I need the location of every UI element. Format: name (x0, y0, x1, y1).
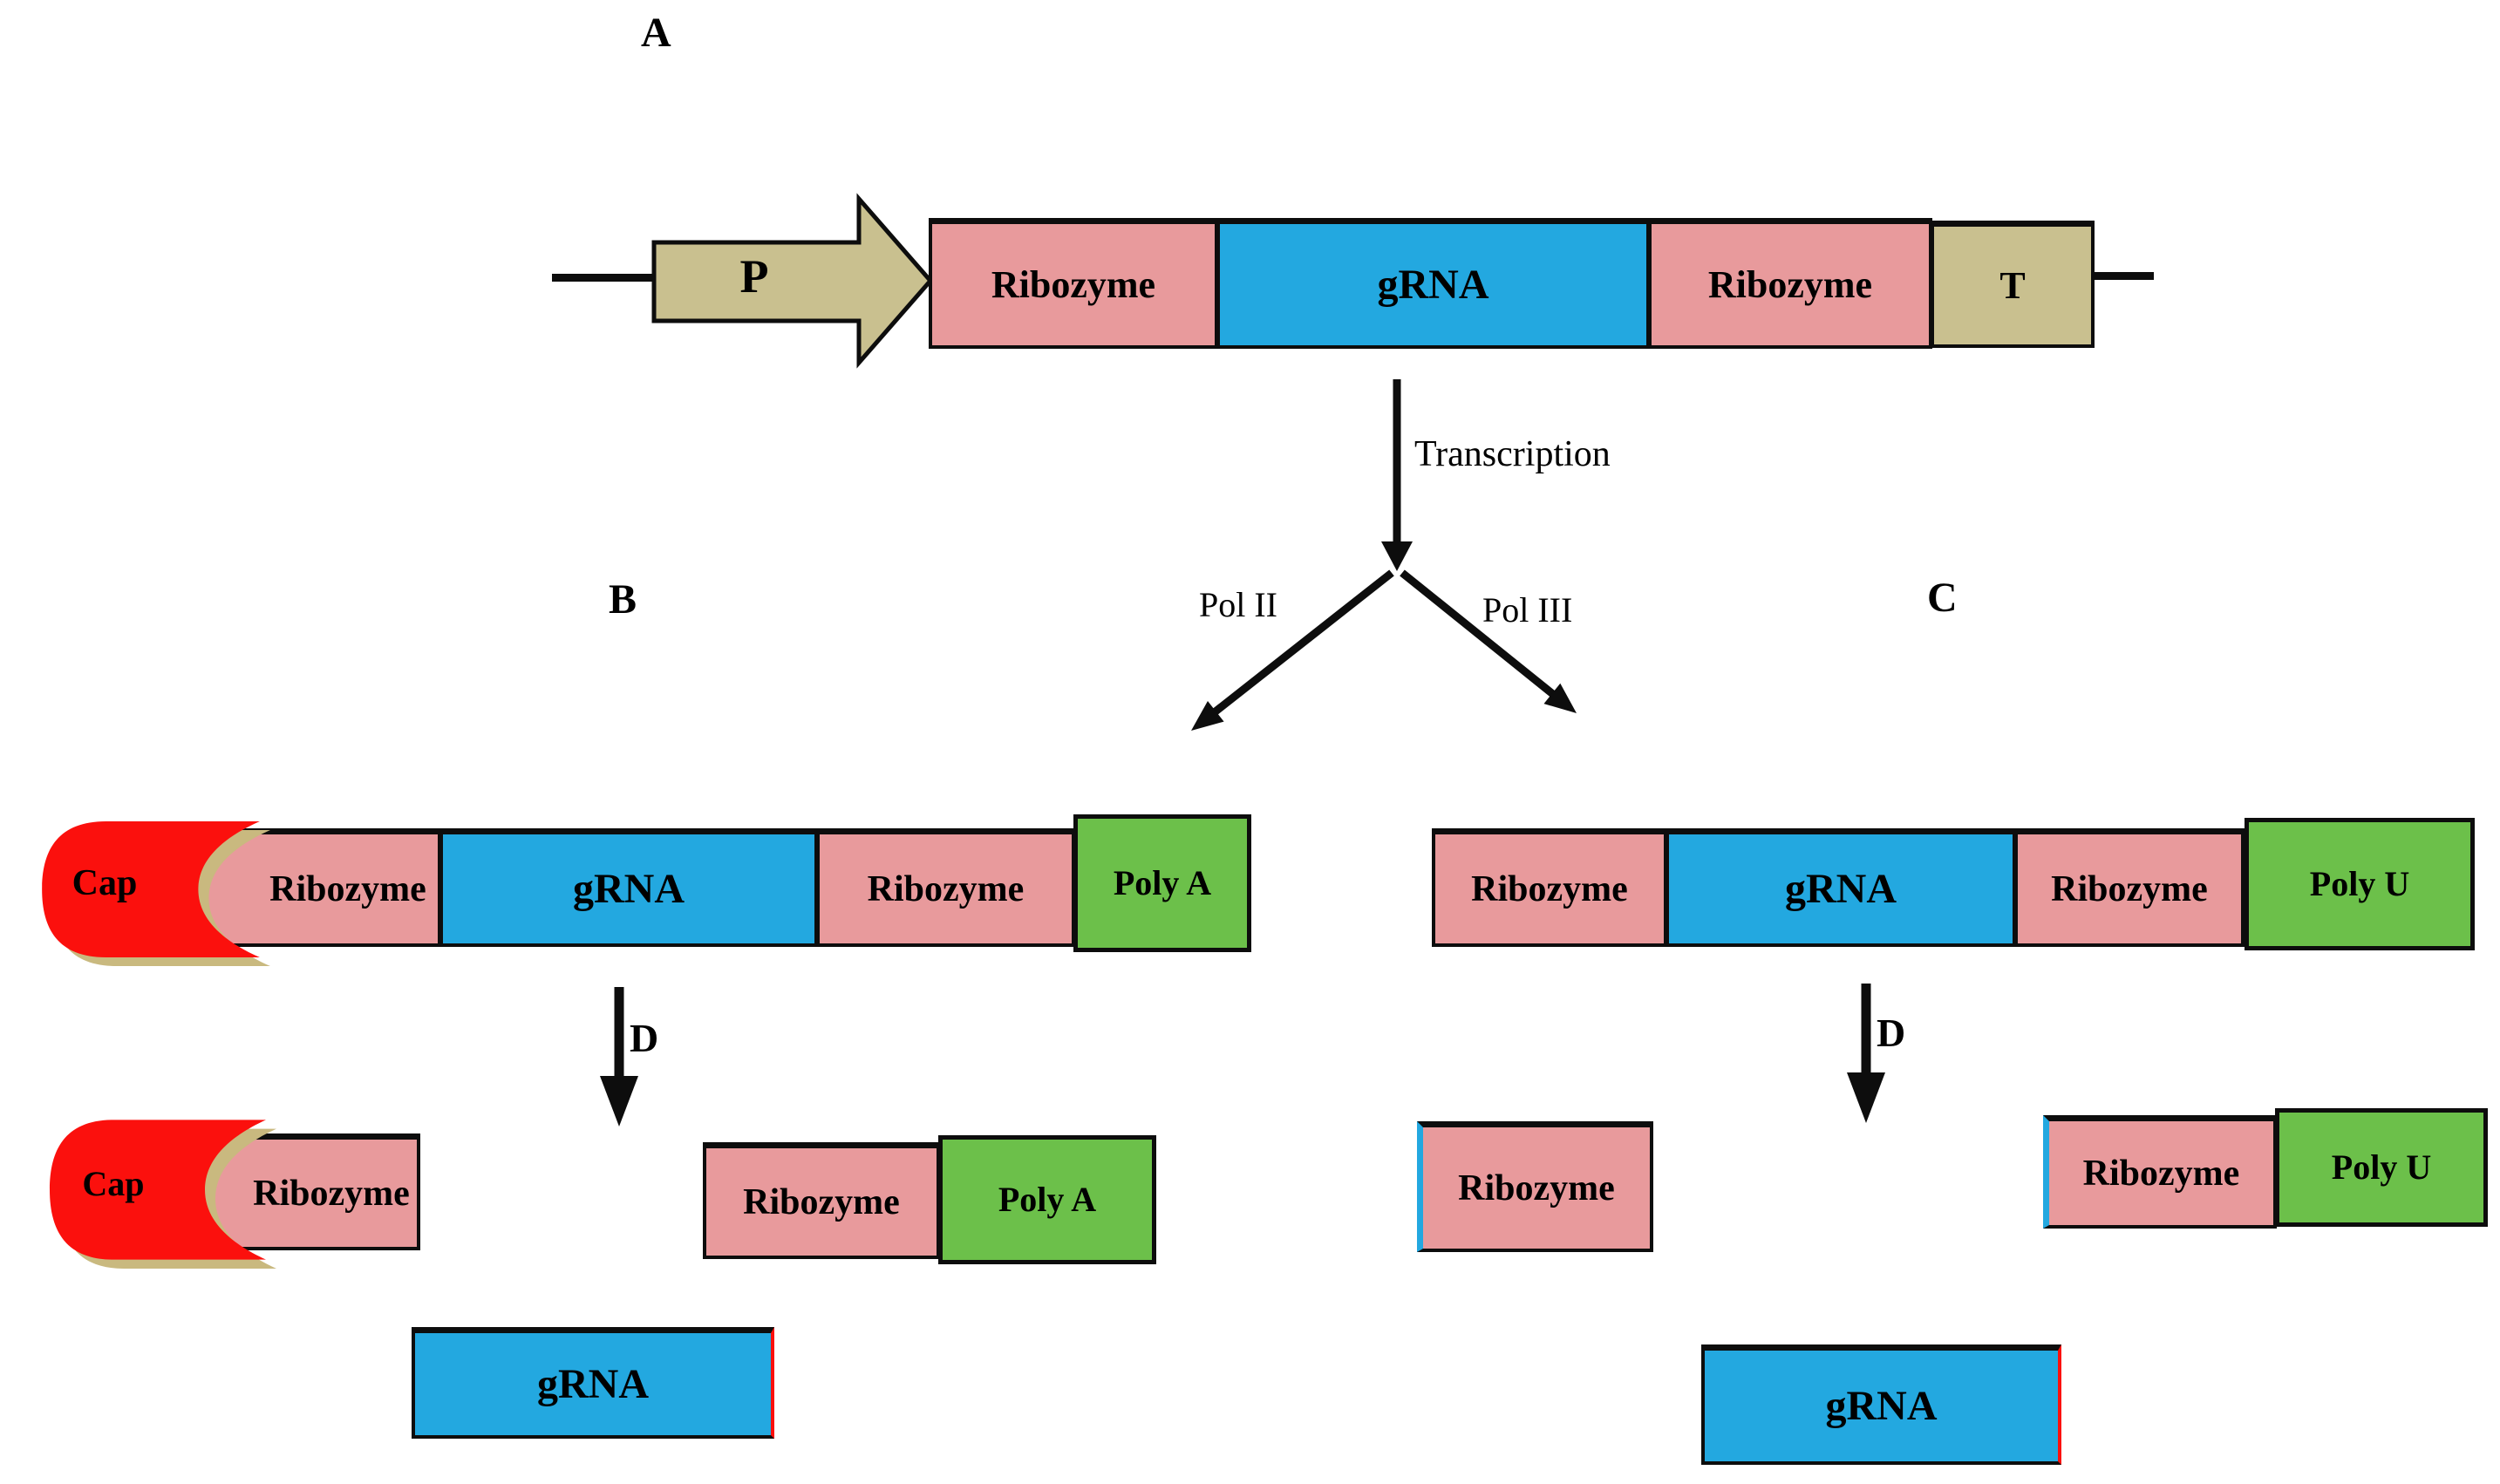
panel-c-product-ribozyme-left-label: Ribozyme (1458, 1167, 1615, 1208)
panel-c-product-polyu-label: Poly U (2331, 1147, 2432, 1187)
panel-b-grna-label: gRNA (573, 865, 685, 912)
panel-b-ribozyme-right-box: Ribozyme (816, 828, 1075, 947)
panel-b-label: B (609, 576, 637, 623)
backbone-line-right (2091, 272, 2154, 280)
backbone-line-left (552, 274, 658, 282)
panel-b-product-polya-label: Poly A (998, 1180, 1097, 1219)
panel-c-product-grna-label: gRNA (1825, 1382, 1938, 1429)
panel-b-ribozyme-left-label: Ribozyme (269, 868, 426, 909)
panel-c-grna-label: gRNA (1785, 865, 1897, 912)
panel-c-product-ribozyme-left-box: Ribozyme (1417, 1121, 1653, 1252)
panel-b-product-polya-box: Poly A (938, 1135, 1156, 1264)
panel-c-polyu-box: Poly U (2245, 818, 2475, 950)
panel-a-grna-box: gRNA (1216, 218, 1650, 349)
panel-b-product-grna-box: gRNA (412, 1327, 774, 1439)
panel-a-terminator-box: T (1931, 221, 2095, 348)
transcription-arrows-icon (1191, 379, 1577, 731)
panel-c-ribozyme-right-box: Ribozyme (2014, 828, 2245, 947)
panel-a-label: A (641, 10, 671, 56)
panel-a-ribozyme-left-label: Ribozyme (991, 262, 1156, 306)
panel-c-label: C (1927, 575, 1958, 621)
panel-a-ribozyme-right-label: Ribozyme (1707, 262, 1873, 306)
panel-c-ribozyme-right-label: Ribozyme (2051, 868, 2208, 909)
panel-c-grna-box: gRNA (1666, 828, 2016, 947)
panel-b-polya-box: Poly A (1073, 814, 1251, 952)
panel-b-product-grna-label: gRNA (537, 1360, 649, 1407)
transcription-label: Transcription (1414, 434, 1611, 474)
panel-b-ribozyme-right-label: Ribozyme (867, 868, 1025, 909)
panel-c-polyu-label: Poly U (2309, 864, 2410, 903)
panel-a-ribozyme-right-box: Ribozyme (1648, 218, 1932, 349)
panel-b-product-cap-icon (50, 1120, 276, 1269)
panel-a-grna-label: gRNA (1377, 261, 1489, 308)
panel-c-product-polyu-box: Poly U (2275, 1108, 2488, 1227)
panel-c-product-grna-box: gRNA (1701, 1344, 2061, 1465)
promoter-label: P (739, 250, 769, 303)
panel-b-product-cap-label: Cap (82, 1164, 145, 1203)
promoter-arrow-icon (651, 193, 934, 369)
panel-b-product-ribozyme-box: Ribozyme (703, 1142, 940, 1259)
panel-b-polya-label: Poly A (1113, 863, 1212, 902)
panel-c-ribozyme-left-box: Ribozyme (1432, 828, 1667, 947)
pol-iii-label: Pol III (1482, 590, 1573, 630)
panel-c-ribozyme-left-label: Ribozyme (1471, 868, 1628, 909)
panel-c-cleavage-label: D (1877, 1011, 1906, 1055)
panel-b-cap-icon (42, 821, 270, 966)
pol-ii-label: Pol II (1199, 585, 1277, 624)
panel-c-cleavage-arrow-icon (1847, 984, 1885, 1123)
panel-b-cleavage-label: D (630, 1016, 659, 1060)
panel-a-terminator-label: T (1999, 263, 2026, 307)
panel-b-cleavage-arrow-icon (600, 987, 638, 1127)
panel-c-product-ribozyme-right-box: Ribozyme (2043, 1115, 2277, 1229)
panel-b-product-cap-ribozyme-label: Ribozyme (253, 1173, 410, 1214)
panel-c-product-ribozyme-right-label: Ribozyme (2082, 1153, 2240, 1194)
panel-b-cap-label: Cap (72, 863, 138, 903)
panel-b-grna-box: gRNA (439, 828, 818, 947)
panel-b-product-ribozyme-label: Ribozyme (743, 1181, 900, 1222)
panel-a-ribozyme-left-box: Ribozyme (929, 218, 1218, 349)
